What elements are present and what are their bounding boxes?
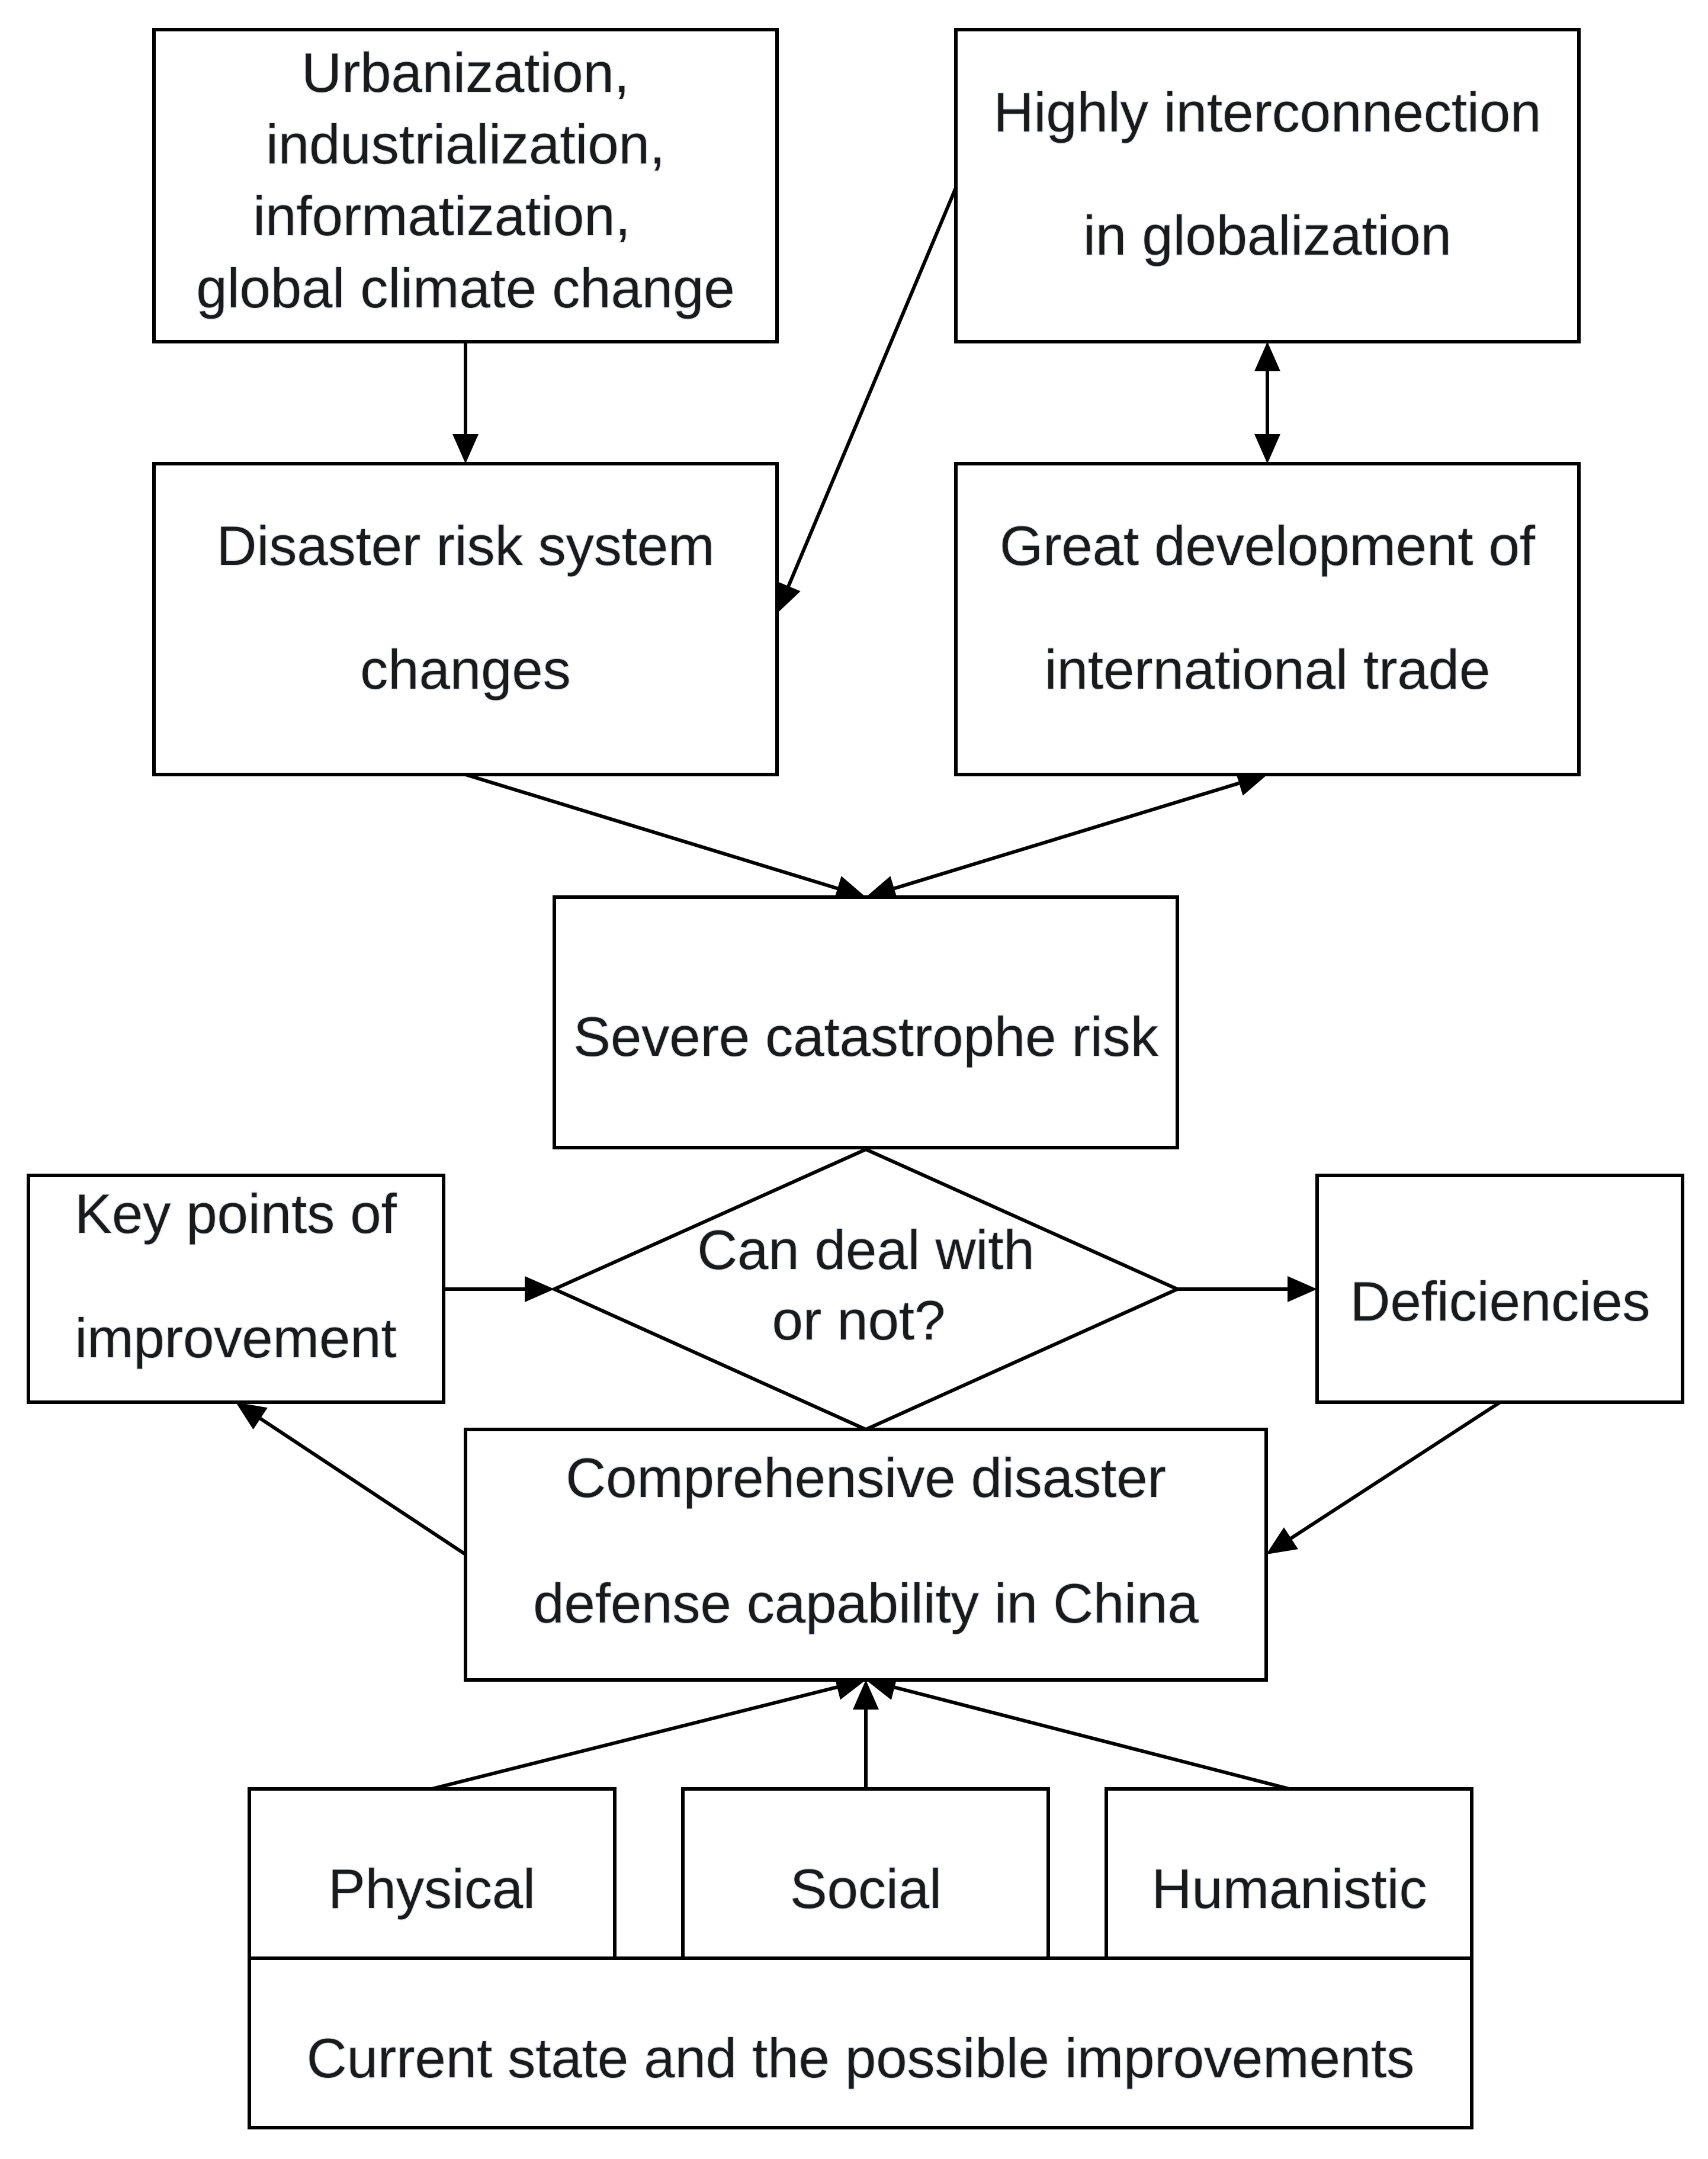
edge-risk-system-to-catastrophe — [465, 773, 839, 891]
node-humanistic-box — [1105, 1787, 1473, 1960]
node-capability: Comprehensive disaster defense capabilit… — [464, 1428, 1268, 1682]
node-risk-system-line-2: changes — [360, 638, 570, 701]
edge-catastrophe-to-trade — [893, 781, 1240, 891]
node-social: Social — [681, 1787, 1050, 1960]
node-globalization-line-1: Highly interconnection — [994, 81, 1542, 143]
node-trade-line-1: Great development of — [1000, 515, 1536, 577]
edge-drivers-to-risk-system-head — [452, 434, 479, 464]
edge-globalization-to-risk-system-head — [776, 581, 801, 613]
node-capability-line-1: Comprehensive disaster — [566, 1447, 1166, 1509]
node-key-points-box — [27, 1174, 445, 1404]
edge-capability-to-key-points-head — [236, 1402, 268, 1429]
node-deficiencies-box — [1315, 1174, 1684, 1404]
node-catastrophe: Severe catastrophe risk — [553, 895, 1179, 1149]
node-capability-box — [464, 1428, 1268, 1682]
node-globalization: Highly interconnection in globalization — [954, 28, 1581, 343]
edge-decision-to-deficiencies-head — [1288, 1276, 1317, 1302]
node-trade: Great development of international trade — [954, 462, 1581, 776]
node-drivers-line-3: informatization, — [253, 185, 630, 247]
node-physical: Physical — [248, 1787, 617, 1960]
node-drivers-box — [152, 28, 779, 343]
edge-social-to-capability-head — [853, 1680, 879, 1710]
node-trade-line-2: international trade — [1045, 638, 1491, 701]
node-social-line-1: Social — [790, 1858, 942, 1920]
edge-deficiencies-to-capability — [1290, 1400, 1501, 1540]
node-humanistic: Humanistic — [1105, 1787, 1473, 1960]
node-humanistic-line-1: Humanistic — [1152, 1858, 1427, 1920]
edge-capability-to-key-points — [259, 1417, 467, 1556]
edge-deficiencies-to-capability-head — [1266, 1527, 1298, 1554]
node-physical-line-1: Physical — [328, 1858, 535, 1920]
node-key-points-line-1: Key points of — [75, 1183, 397, 1245]
node-deficiencies-line-1: Deficiencies — [1350, 1270, 1651, 1332]
node-trade-box — [954, 462, 1581, 776]
node-decision: Can deal with or not? — [550, 1147, 1182, 1432]
edge-risk-system-to-catastrophe-head — [833, 876, 866, 901]
node-key-points: Key points of improvement — [27, 1174, 445, 1404]
node-capability-line-2: defense capability in China — [533, 1572, 1199, 1634]
node-catastrophe-line-1: Severe catastrophe risk — [573, 1005, 1158, 1068]
edges — [236, 187, 1501, 1791]
edge-physical-to-capability — [431, 1685, 838, 1791]
node-deficiencies: Deficiencies — [1315, 1174, 1684, 1404]
edge-globalization-to-trade-head — [1254, 434, 1280, 464]
edge-globalization-to-risk-system — [786, 187, 958, 587]
node-risk-system: Disaster risk system changes — [152, 462, 779, 776]
node-current-state-line-1: Current state and the possible improveme… — [307, 2027, 1415, 2089]
edge-humanistic-to-capability — [894, 1685, 1290, 1791]
node-drivers: Urbanization, industrialization, informa… — [152, 28, 779, 343]
edge-key-points-to-decision-head — [525, 1276, 554, 1302]
node-drivers-line-2: industrialization, — [266, 113, 665, 175]
node-physical-box — [248, 1787, 617, 1960]
edge-globalization-to-trade-tail-head — [1254, 342, 1280, 371]
node-current-state-box — [248, 1956, 1473, 2129]
node-drivers-line-1: Urbanization, — [301, 41, 630, 104]
node-risk-system-box — [152, 462, 779, 776]
node-current-state: Current state and the possible improveme… — [248, 1956, 1473, 2129]
node-globalization-line-2: in globalization — [1083, 204, 1452, 266]
node-globalization-box — [954, 28, 1581, 343]
node-decision-line-1: Can deal with — [697, 1219, 1035, 1281]
node-decision-line-2: or not? — [772, 1289, 946, 1351]
edge-catastrophe-to-trade-tail-head — [866, 876, 898, 901]
edge-catastrophe-to-trade-head — [1235, 770, 1267, 796]
node-drivers-line-4: global climate change — [196, 257, 734, 319]
node-key-points-line-2: improvement — [75, 1307, 396, 1369]
node-risk-system-line-1: Disaster risk system — [217, 515, 715, 577]
